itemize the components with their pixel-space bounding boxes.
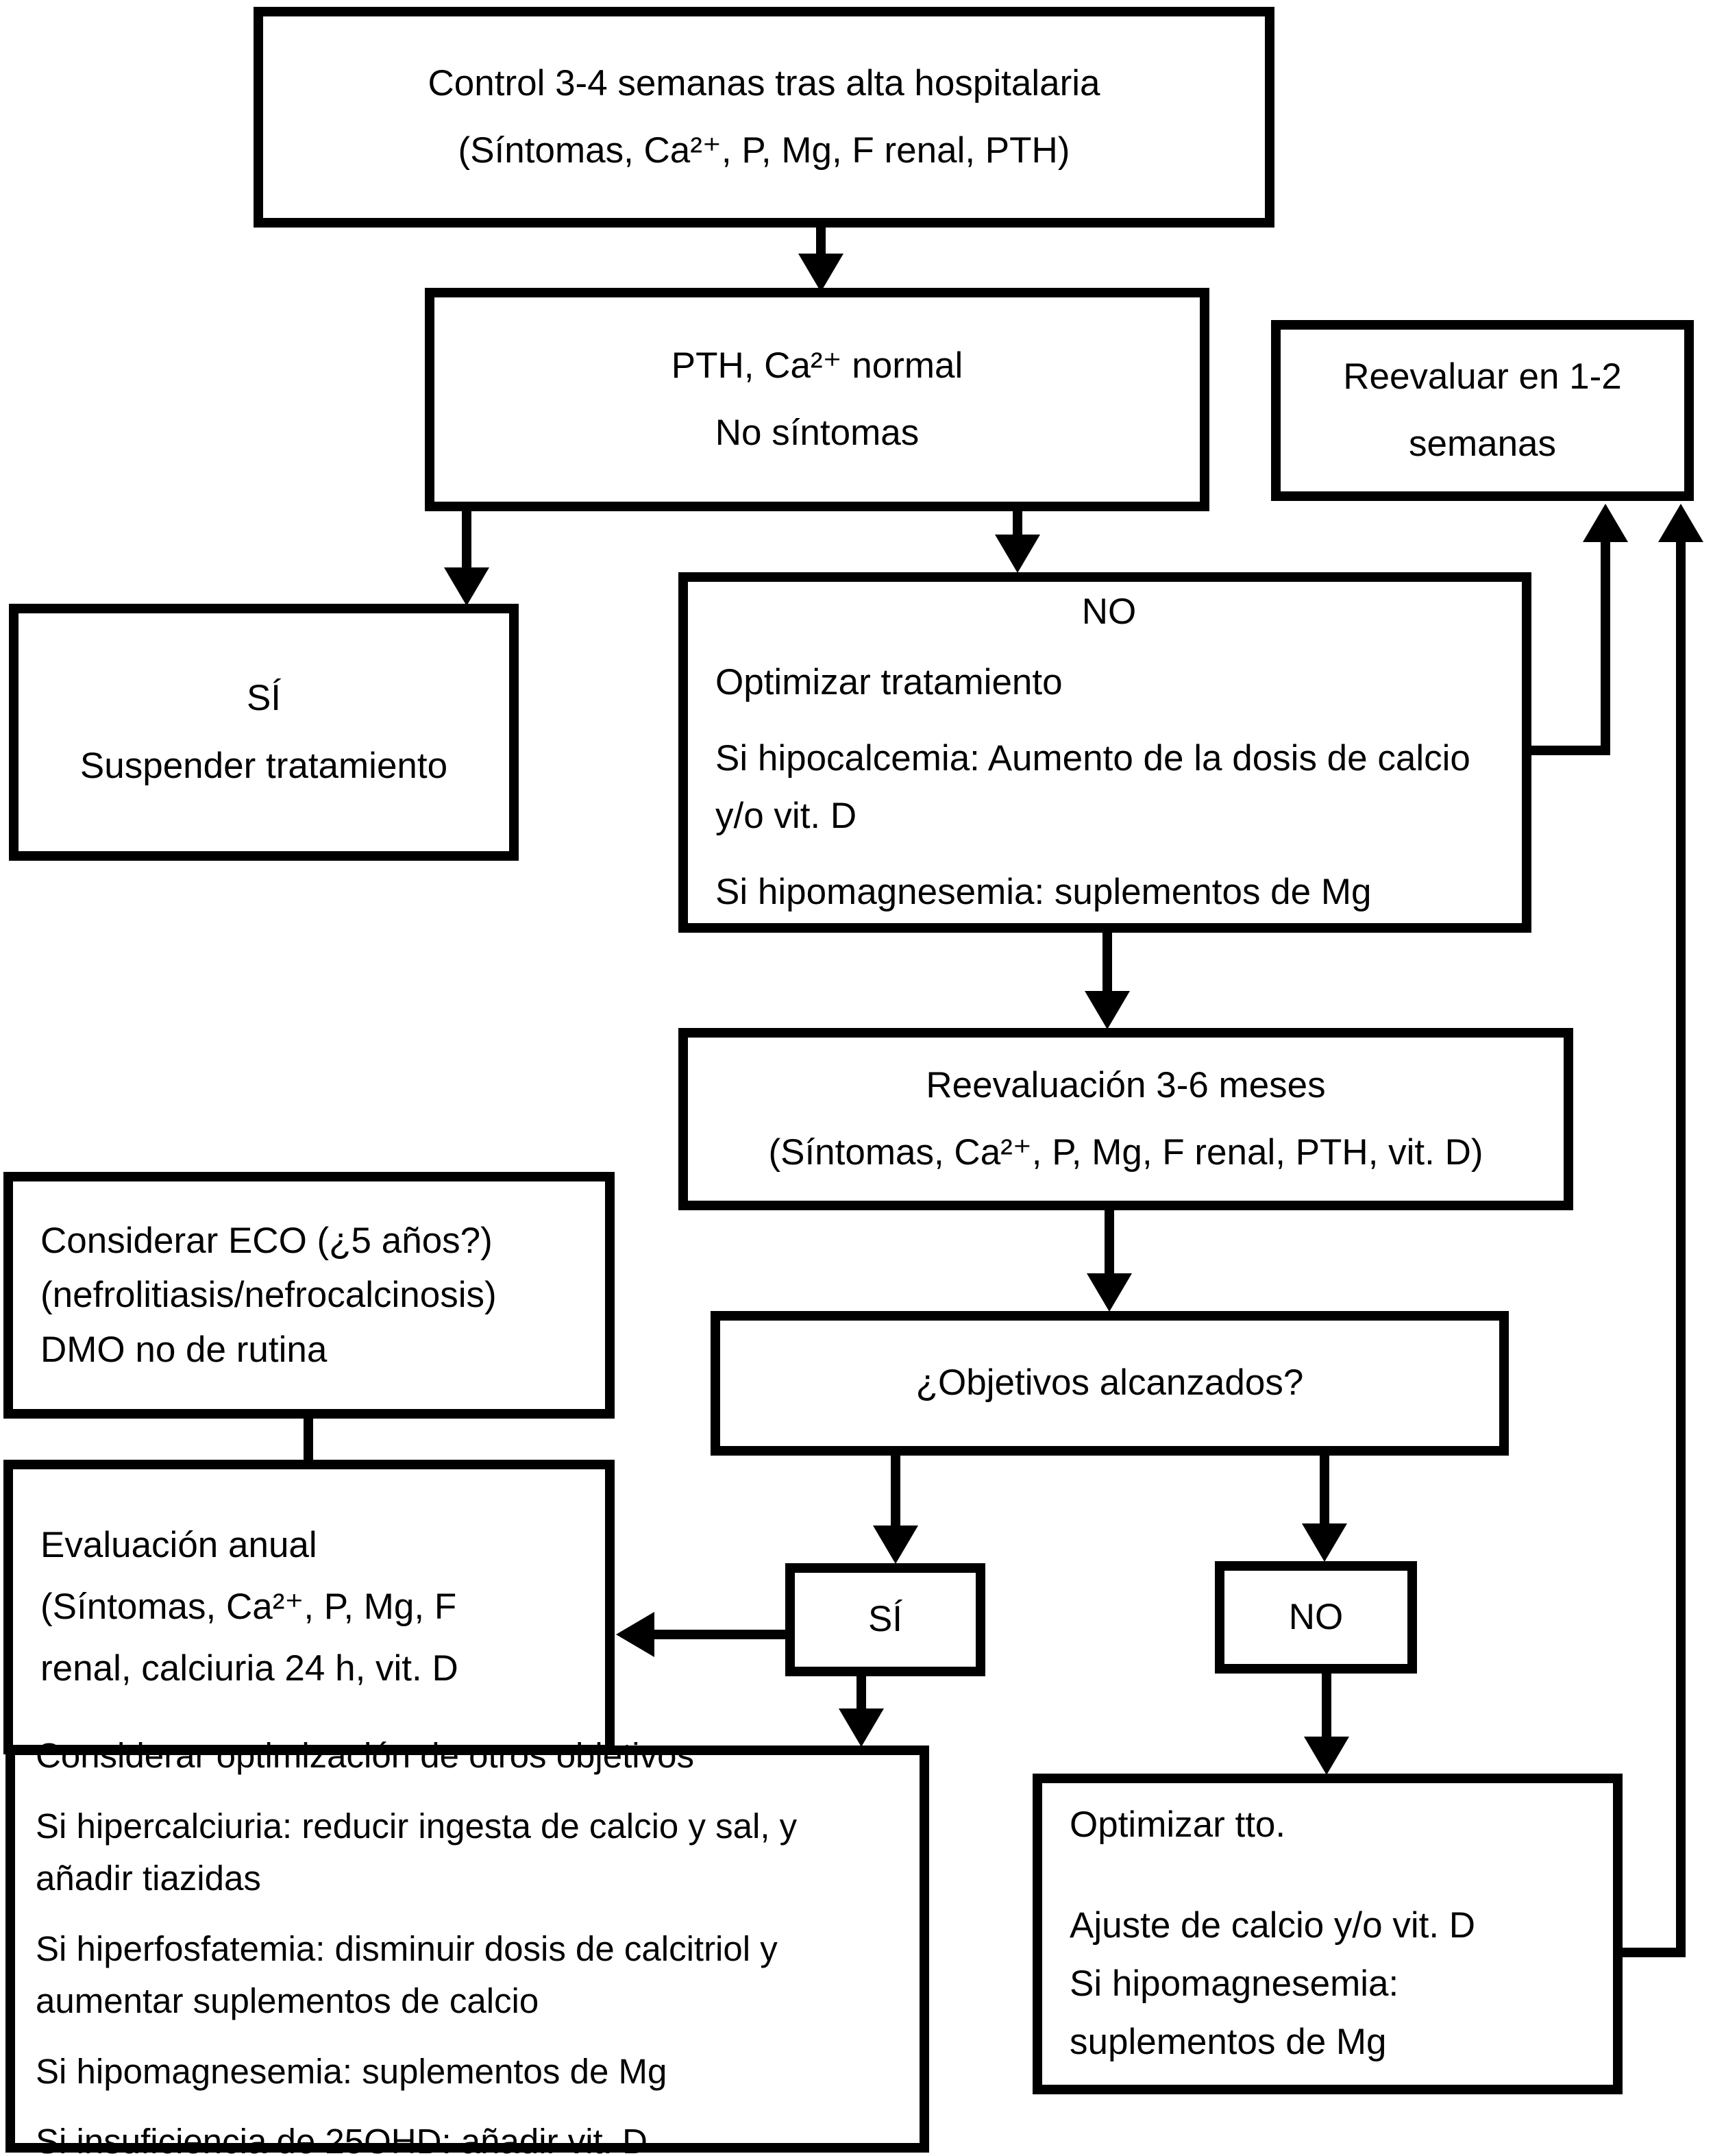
node-no-optimizar-line: Si hipomagnesemia: suplementos de Mg — [715, 872, 1372, 913]
node-si-suspender-line: SÍ — [246, 678, 282, 719]
node-no-label: NO — [1288, 1596, 1344, 1637]
node-objetivos-alcanzados: ¿Objetivos alcanzados? — [711, 1311, 1509, 1456]
node-evaluacion-anual-line: (Síntomas, Ca²⁺, P, Mg, F — [40, 1586, 457, 1627]
node-evaluacion-anual-line: renal, calciuria 24 h, vit. D — [40, 1648, 458, 1689]
connector-no-to-optimizar-tto-line — [1322, 1669, 1331, 1741]
node-no-optimizar-label: NO — [1081, 591, 1137, 632]
connector-optimizar-tto-to-reevaluar-vline — [1676, 540, 1686, 1957]
node-no-optimizar-line: Optimizar tratamiento — [715, 661, 1063, 702]
node-optimizar-tto-line: Si hipomagnesemia: — [1070, 1963, 1399, 2004]
node-pth-normal-line: PTH, Ca²⁺ normal — [671, 345, 963, 386]
arrowhead-control-to-pth — [798, 254, 843, 292]
node-no: NO — [1215, 1561, 1417, 1674]
node-control: Control 3-4 semanas tras alta hospitalar… — [254, 7, 1274, 228]
node-optimizar-tto-line: suplementos de Mg — [1070, 2021, 1387, 2062]
node-considerar-optimizacion-line: Si insuficiencia de 25OHD: añadir vit. D — [36, 2122, 648, 2156]
node-reevaluacion-line: Reevaluación 3-6 meses — [926, 1064, 1326, 1105]
arrowhead-reevaluacion-to-objetivos — [1087, 1273, 1132, 1312]
node-si-suspender-tratamiento: SÍ Suspender tratamiento — [9, 604, 519, 861]
node-si: SÍ — [785, 1563, 985, 1676]
arrowhead-objetivos-to-si — [873, 1526, 918, 1564]
node-pth-normal-line: No síntomas — [715, 413, 920, 453]
arrowhead-pth-to-si — [444, 567, 489, 606]
node-no-optimizar-tratamiento: NO Optimizar tratamiento Si hipocalcemia… — [678, 572, 1531, 933]
connector-optimizar-tto-to-reevaluar-hline — [1617, 1948, 1686, 1957]
node-control-line: (Síntomas, Ca²⁺, P, Mg, F renal, PTH) — [458, 130, 1070, 171]
connector-no-to-reevaluar-vline — [1601, 540, 1610, 755]
node-reevaluar-1-2-semanas: Reevaluar en 1-2 semanas — [1271, 320, 1694, 501]
arrowhead-si-to-optimizacion — [839, 1708, 884, 1747]
node-considerar-optimizacion-line: Si hipercalciuria: reducir ingesta de ca… — [36, 1806, 798, 1898]
connector-pth-to-no-line — [1013, 504, 1022, 537]
node-pth-normal: PTH, Ca²⁺ normal No síntomas — [425, 288, 1209, 511]
connector-reevaluacion-to-objetivos-line — [1105, 1205, 1114, 1275]
arrowhead-optimizar-tto-to-reevaluar — [1658, 504, 1703, 542]
node-considerar-eco-line: Considerar ECO (¿5 años?) — [40, 1220, 493, 1261]
node-optimizar-tto-line: Optimizar tto. — [1070, 1804, 1286, 1846]
arrowhead-objetivos-to-no — [1302, 1523, 1347, 1562]
connector-objetivos-to-si-line — [891, 1450, 900, 1527]
node-no-optimizar-line: Si hipocalcemia: Aumento de la dosis de … — [715, 737, 1470, 837]
node-considerar-eco-line: (nefrolitiasis/nefrocalcinosis) — [40, 1275, 497, 1316]
node-considerar-optimizacion: Considerar optimización de otros objetiv… — [5, 1736, 929, 2156]
node-optimizar-tto: Optimizar tto. Ajuste de calcio y/o vit.… — [1033, 1774, 1623, 2094]
node-objetivos-line: ¿Objetivos alcanzados? — [915, 1362, 1304, 1404]
connector-objetivos-to-no-line — [1320, 1450, 1329, 1526]
connector-pth-to-si-line — [462, 504, 471, 569]
node-reevaluar-line: Reevaluar en 1-2 — [1343, 356, 1622, 397]
connector-si-to-optimizacion-line — [856, 1672, 866, 1713]
node-optimizar-tto-line: Ajuste de calcio y/o vit. D — [1070, 1905, 1476, 1946]
node-considerar-optimizacion-line: Si hiperfosfatemia: disminuir dosis de c… — [36, 1928, 778, 2021]
connector-no-to-reevaluacion-line — [1102, 927, 1112, 994]
connector-no-to-reevaluar-hline — [1525, 746, 1607, 755]
node-considerar-eco: Considerar ECO (¿5 años?) (nefrolitiasis… — [3, 1172, 615, 1419]
node-considerar-optimizacion-line: Considerar optimización de otros objetiv… — [36, 1736, 694, 1776]
node-considerar-optimizacion-line: Si hipomagnesemia: suplementos de Mg — [36, 2051, 667, 2091]
arrowhead-no-to-reevaluacion — [1085, 991, 1130, 1029]
node-si-label: SÍ — [867, 1599, 903, 1640]
node-reevaluacion-3-6-meses: Reevaluación 3-6 meses (Síntomas, Ca²⁺, … — [678, 1028, 1573, 1210]
connector-control-to-pth-line — [816, 221, 826, 258]
connector-eco-to-evaluacion-line — [304, 1413, 313, 1465]
arrowhead-pth-to-no — [995, 535, 1040, 573]
connector-si-to-evaluacion-line — [651, 1630, 788, 1639]
arrowhead-si-to-evaluacion — [616, 1612, 654, 1657]
arrowhead-no-to-optimizar-tto — [1304, 1737, 1349, 1775]
node-evaluacion-anual: Evaluación anual (Síntomas, Ca²⁺, P, Mg,… — [3, 1460, 615, 1754]
node-evaluacion-anual-line: Evaluación anual — [40, 1524, 317, 1565]
node-si-suspender-line: Suspender tratamiento — [79, 745, 448, 786]
node-considerar-eco-line: DMO no de rutina — [40, 1329, 328, 1370]
node-reevaluacion-line: (Síntomas, Ca²⁺, P, Mg, F renal, PTH, vi… — [768, 1132, 1483, 1173]
arrowhead-no-to-reevaluar — [1583, 504, 1628, 542]
node-reevaluar-line: semanas — [1408, 424, 1557, 464]
node-control-line: Control 3-4 semanas tras alta hospitalar… — [428, 62, 1100, 103]
